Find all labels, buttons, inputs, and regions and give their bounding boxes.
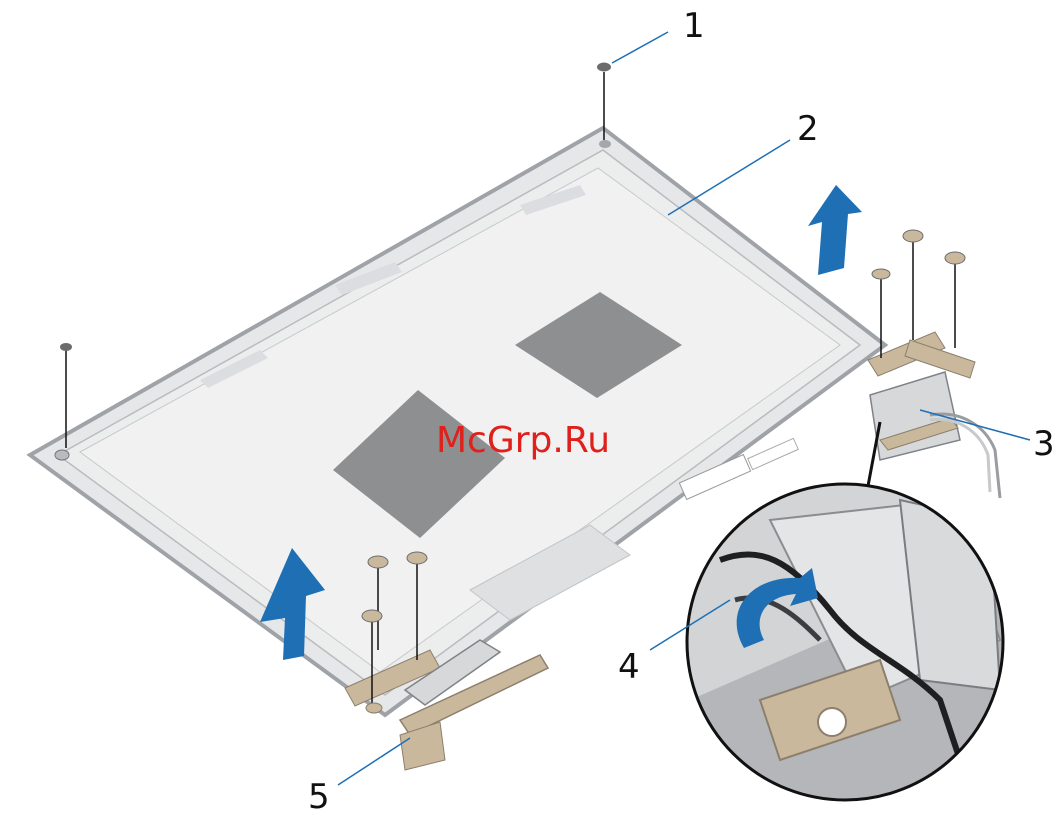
callout-3: 3	[1033, 424, 1055, 464]
lift-arrow-right	[808, 185, 862, 275]
callout-1: 1	[683, 6, 705, 46]
leader-1	[612, 32, 668, 63]
callout-2: 2	[797, 109, 819, 149]
callout-4: 4	[618, 647, 640, 687]
callout-5: 5	[308, 777, 330, 817]
leader-2	[668, 140, 790, 215]
leader-5	[338, 738, 410, 785]
right-hinge-assembly	[868, 332, 1000, 498]
watermark: McGrp.Ru	[436, 420, 610, 461]
